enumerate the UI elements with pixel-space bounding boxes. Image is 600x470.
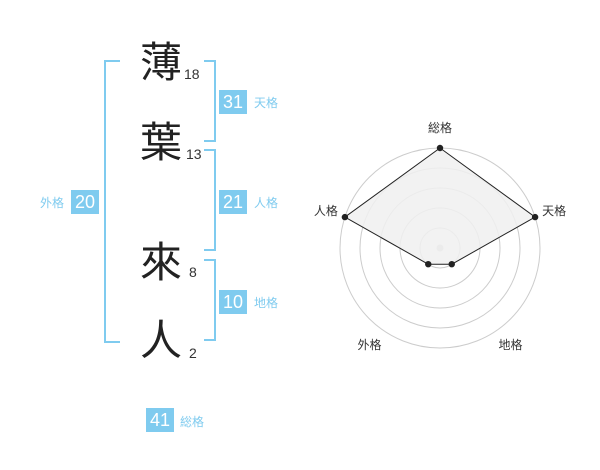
jinkaku-label: 人格 bbox=[254, 196, 279, 210]
jinkaku-value: 21 bbox=[219, 190, 247, 214]
name-char-1: 薄 bbox=[140, 38, 183, 87]
chikaku-label: 地格 bbox=[254, 296, 279, 310]
gaikaku-bracket bbox=[104, 60, 120, 343]
tenkaku-bracket bbox=[204, 60, 216, 142]
gaikaku-label: 外格 bbox=[40, 196, 65, 210]
stroke-count-3: 8 bbox=[189, 264, 197, 280]
radar-axis-label-3: 地格 bbox=[499, 337, 523, 352]
radar-point-1 bbox=[436, 144, 444, 152]
name-char-2: 葉 bbox=[140, 118, 183, 167]
tenkaku-value: 31 bbox=[219, 90, 247, 114]
radar-point-5 bbox=[341, 213, 349, 221]
chikaku-bracket bbox=[204, 259, 216, 341]
radar-data-polygon bbox=[343, 147, 537, 265]
radar-point-2 bbox=[531, 213, 539, 221]
stroke-count-2: 13 bbox=[186, 146, 202, 162]
jinkaku-bracket bbox=[204, 149, 216, 251]
radar-axis-label-4: 外格 bbox=[357, 337, 381, 352]
radar-axis-label-5: 人格 bbox=[314, 203, 338, 218]
radar-axis-label-2: 天格 bbox=[542, 203, 566, 218]
radar-point-4 bbox=[425, 260, 432, 268]
tenkaku-label: 天格 bbox=[254, 96, 279, 110]
gaikaku-value: 20 bbox=[71, 190, 99, 214]
name-char-3: 來 bbox=[140, 238, 183, 287]
radar-axis-label-1: 総格 bbox=[428, 120, 452, 135]
soukaku-label: 総格 bbox=[180, 415, 205, 429]
radar-point-3 bbox=[448, 260, 455, 268]
soukaku-value: 41 bbox=[146, 408, 174, 432]
chikaku-value: 10 bbox=[219, 290, 247, 314]
stroke-count-4: 2 bbox=[189, 345, 197, 361]
name-char-4: 人 bbox=[140, 316, 183, 365]
stroke-count-1: 18 bbox=[184, 66, 200, 82]
